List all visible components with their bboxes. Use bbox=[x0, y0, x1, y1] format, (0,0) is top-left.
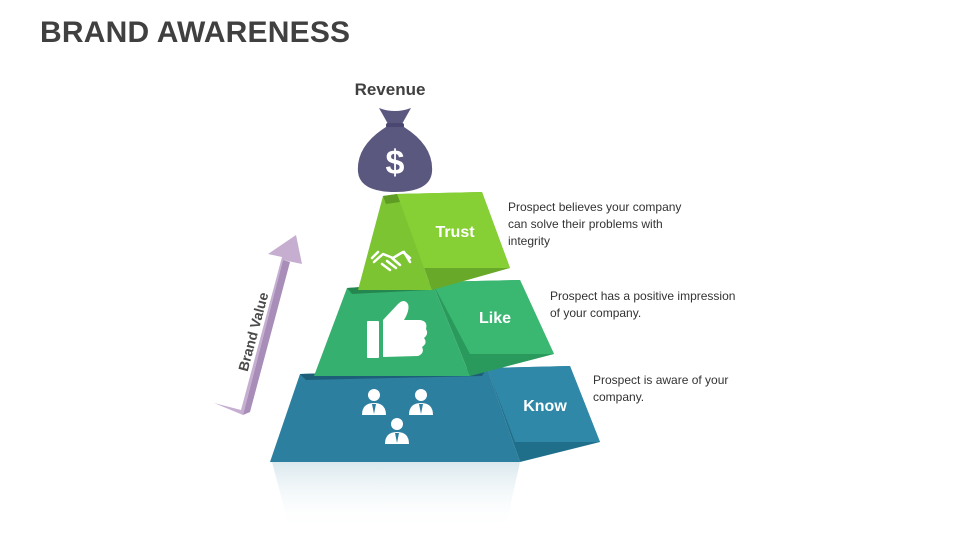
tier-trust: Trust bbox=[358, 192, 510, 290]
money-bag-icon: $ bbox=[357, 108, 433, 192]
like-label-panel bbox=[432, 280, 554, 354]
tier-know: Know bbox=[270, 366, 600, 462]
thumbs-up-icon bbox=[367, 301, 428, 358]
handshake-icon bbox=[370, 250, 412, 272]
people-icon bbox=[362, 389, 433, 444]
know-label: Know bbox=[523, 398, 567, 415]
tier-like: Like bbox=[314, 280, 554, 376]
like-label: Like bbox=[479, 310, 511, 327]
revenue-label: Revenue bbox=[354, 80, 426, 99]
page-title: BRAND AWARENESS bbox=[40, 16, 351, 49]
dollar-sign: $ bbox=[386, 144, 405, 182]
know-label-panel bbox=[487, 366, 600, 442]
trust-label-panel bbox=[397, 192, 510, 268]
like-description: Prospect has a positive impression of yo… bbox=[550, 289, 736, 320]
trust-label: Trust bbox=[435, 224, 475, 241]
trust-description: Prospect believes your company can solve… bbox=[508, 200, 682, 248]
trust-front-face bbox=[358, 194, 432, 290]
pyramid-reflection bbox=[272, 462, 520, 530]
know-description: Prospect is aware of your company. bbox=[593, 373, 729, 404]
know-front-face bbox=[270, 368, 520, 462]
brand-value-arrow: Brand Value bbox=[214, 235, 302, 415]
